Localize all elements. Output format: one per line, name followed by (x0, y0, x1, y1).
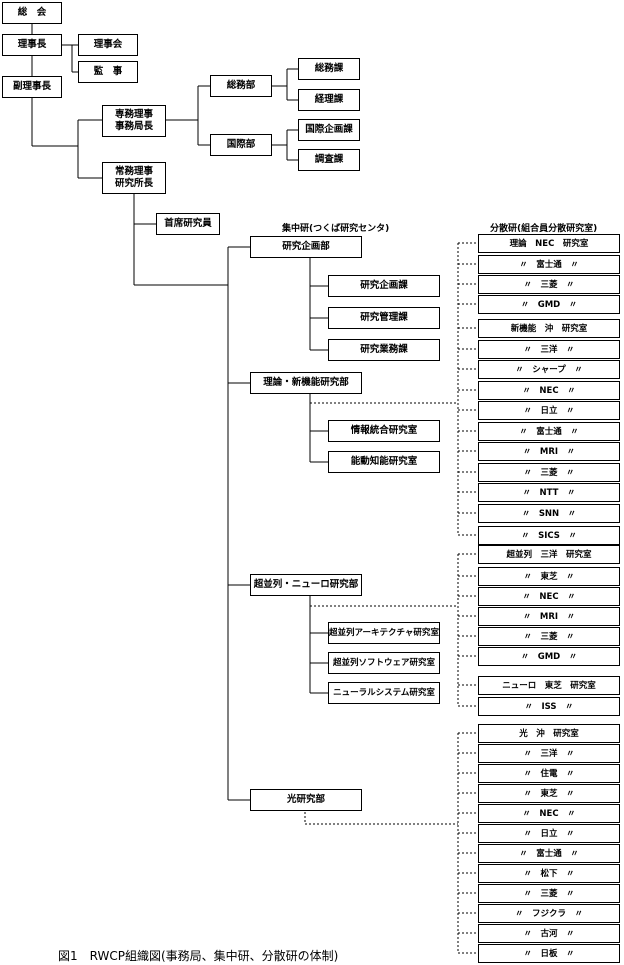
node-research-planning-dept: 研究企画部 (250, 236, 362, 258)
dist-lab: 〃 日板 〃 (478, 944, 620, 963)
dist-lab: 〃 富士通 〃 (478, 844, 620, 863)
node-executive-director: 常務理事 研究所長 (102, 162, 166, 194)
dist-lab: 新機能 沖 研究室 (478, 319, 620, 338)
node-parallel-software-lab: 超並列ソフトウェア研究室 (328, 652, 440, 674)
dist-lab: 〃 MRI 〃 (478, 607, 620, 626)
node-board: 理事会 (78, 34, 138, 56)
node-research-management-section: 研究管理課 (328, 307, 440, 329)
dist-lab: 〃 三洋 〃 (478, 340, 620, 359)
dist-lab: 〃 三菱 〃 (478, 463, 620, 482)
dist-lab: 〃 SICS 〃 (478, 526, 620, 545)
label-distributed-lab: 分散研(組合員分散研究室) (490, 224, 598, 234)
node-general-assembly: 総 会 (2, 2, 62, 24)
node-accounting-section: 経理課 (298, 89, 360, 111)
node-managing-director: 専務理事 事務局長 (102, 105, 166, 137)
dist-lab: 〃 富士通 〃 (478, 255, 620, 274)
node-general-affairs-section: 総務課 (298, 58, 360, 80)
dist-lab: 〃 三菱 〃 (478, 627, 620, 646)
dist-lab: 〃 東芝 〃 (478, 567, 620, 586)
node-optical-dept: 光研究部 (250, 789, 362, 811)
node-international-dept: 国際部 (210, 134, 272, 156)
node-vice-chairman: 副理事長 (2, 76, 62, 98)
dist-lab: 〃 GMD 〃 (478, 295, 620, 314)
node-research-planning-section: 研究企画課 (328, 275, 440, 297)
node-international-planning-section: 国際企画課 (298, 119, 360, 141)
dist-lab: 〃 三洋 〃 (478, 744, 620, 763)
dist-lab: 超並列 三洋 研究室 (478, 545, 620, 564)
dist-lab: 〃 東芝 〃 (478, 784, 620, 803)
dist-lab: 〃 NEC 〃 (478, 587, 620, 606)
dist-lab: 〃 松下 〃 (478, 864, 620, 883)
dist-lab: 〃 シャープ 〃 (478, 360, 620, 379)
dist-lab: 〃 NEC 〃 (478, 804, 620, 823)
figure-caption: 図1 RWCP組織図(事務局、集中研、分散研の体制) (58, 949, 339, 963)
node-executive-director-line1: 常務理事 (114, 166, 153, 177)
dist-lab: 〃 三菱 〃 (478, 884, 620, 903)
dist-lab: 〃 GMD 〃 (478, 647, 620, 666)
dist-lab: 〃 日立 〃 (478, 824, 620, 843)
dist-lab: ニューロ 東芝 研究室 (478, 676, 620, 695)
node-general-affairs-dept: 総務部 (210, 75, 272, 97)
node-managing-director-line2: 事務局長 (114, 121, 153, 132)
dist-lab: 〃 住電 〃 (478, 764, 620, 783)
node-neural-system-lab: ニューラルシステム研究室 (328, 682, 440, 704)
dist-lab: 〃 フジクラ 〃 (478, 904, 620, 923)
node-managing-director-line1: 専務理事 (114, 109, 153, 120)
dist-lab: 〃 三菱 〃 (478, 275, 620, 294)
node-theory-dept: 理論・新機能研究部 (250, 372, 362, 394)
dist-lab: 〃 MRI 〃 (478, 442, 620, 461)
dist-lab: 〃 NTT 〃 (478, 483, 620, 502)
node-research-operations-section: 研究業務課 (328, 339, 440, 361)
node-active-intelligence-lab: 能動知能研究室 (328, 451, 440, 473)
node-info-integration-lab: 情報統合研究室 (328, 420, 440, 442)
dist-lab: 〃 富士通 〃 (478, 422, 620, 441)
node-chairman: 理事長 (2, 34, 62, 56)
node-executive-director-line2: 研究所長 (114, 178, 153, 189)
node-parallel-neuro-dept: 超並列・ニューロ研究部 (250, 574, 362, 596)
node-parallel-architecture-lab: 超並列アーキテクチャ研究室 (328, 622, 440, 644)
dist-lab: 〃 日立 〃 (478, 401, 620, 420)
dist-lab: 〃 NEC 〃 (478, 381, 620, 400)
dist-lab: 〃 SNN 〃 (478, 504, 620, 523)
dist-lab: 〃 ISS 〃 (478, 697, 620, 716)
dist-lab: 理論 NEC 研究室 (478, 234, 620, 253)
node-research-section: 調査課 (298, 149, 360, 171)
label-central-lab: 集中研(つくば研究センタ) (282, 224, 390, 234)
dist-lab: 〃 古河 〃 (478, 924, 620, 943)
node-chief-researcher: 首席研究員 (156, 213, 220, 235)
node-auditor: 監 事 (78, 61, 138, 83)
dist-lab: 光 沖 研究室 (478, 724, 620, 743)
